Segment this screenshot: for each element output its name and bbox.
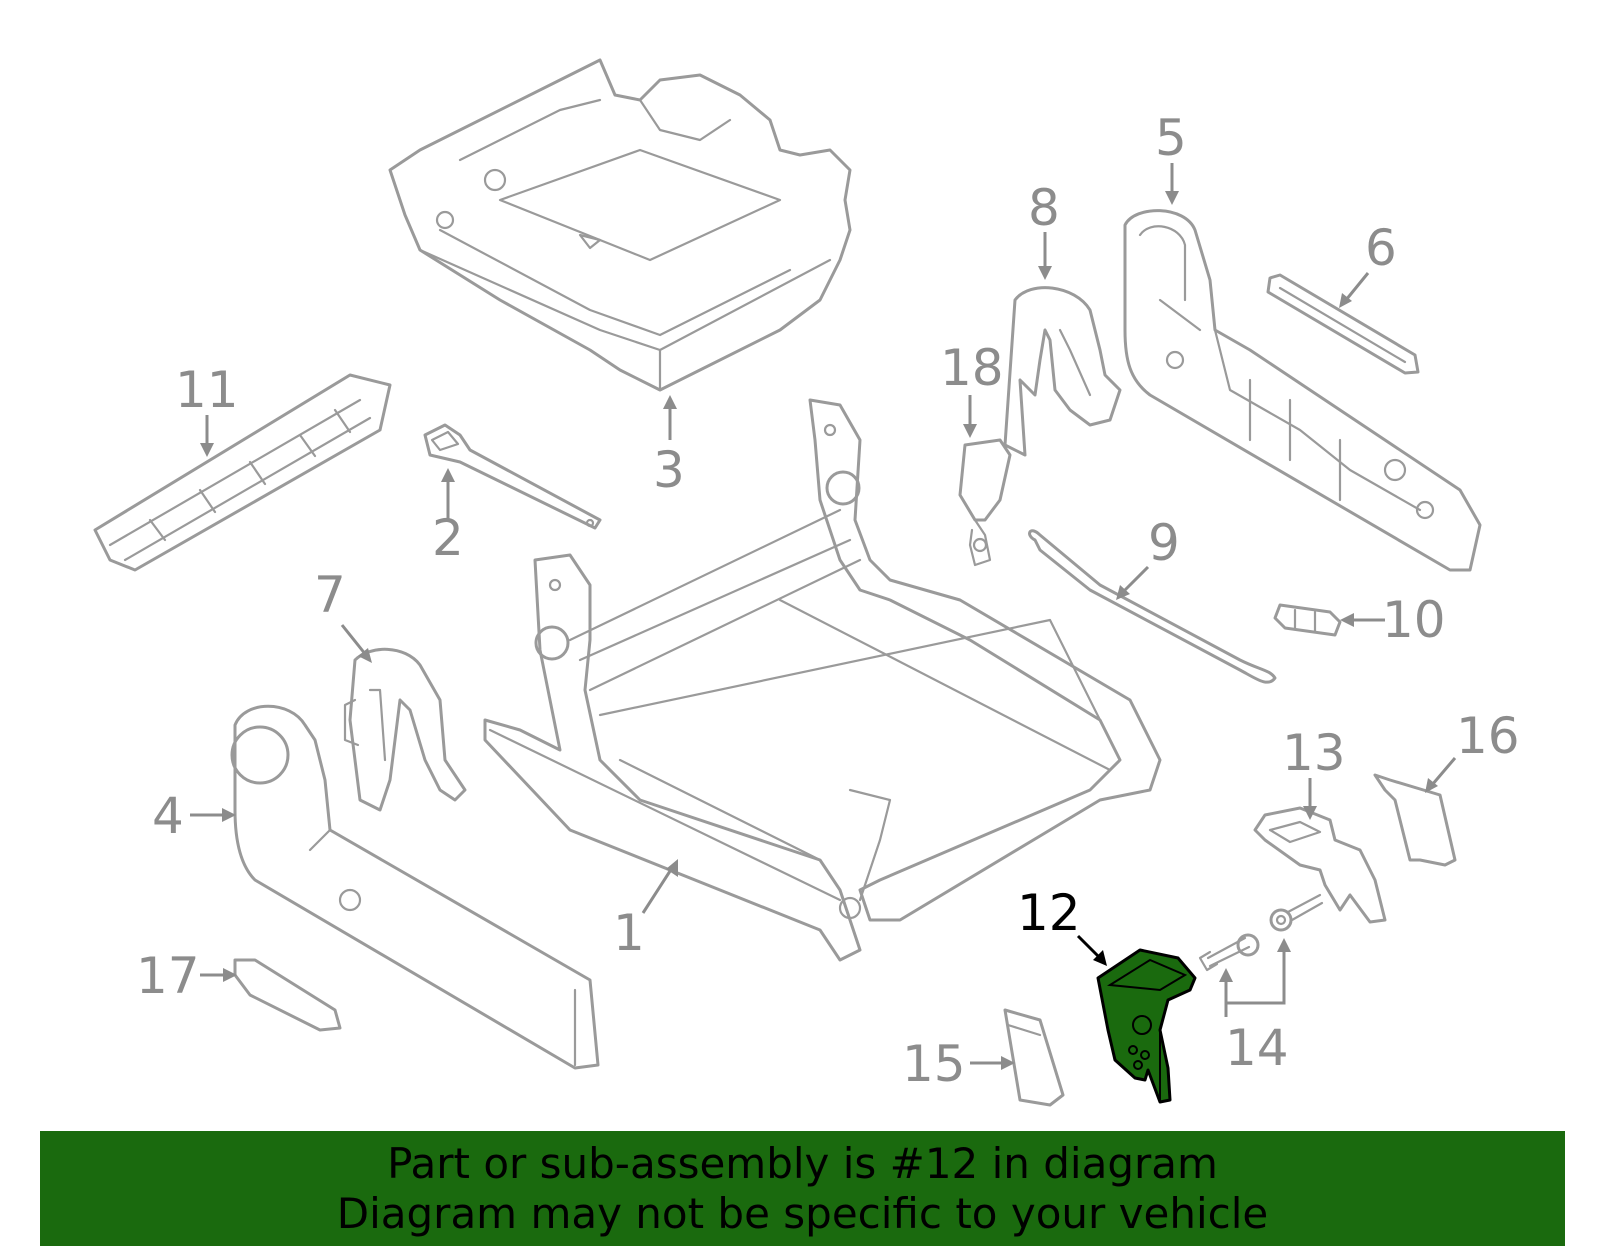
callout-17: 17: [136, 947, 200, 1005]
callout-2: 2: [432, 509, 464, 567]
callout-10: 10: [1382, 591, 1446, 649]
part-3-seat-cushion-pan: [388, 58, 852, 392]
part-2-strap: [423, 423, 602, 530]
leader-lines: [190, 163, 1457, 1070]
callout-15: 15: [902, 1035, 966, 1093]
part-14-fasteners: [1198, 893, 1324, 972]
part-9-cable: [1028, 529, 1277, 684]
callout-8: 8: [1028, 179, 1060, 237]
callout-5: 5: [1155, 109, 1187, 167]
part-12-highlighted-bracket: [1096, 948, 1197, 1104]
callout-16: 16: [1456, 707, 1520, 765]
callout-3: 3: [653, 441, 685, 499]
part-13-bracket: [1253, 806, 1387, 924]
callout-12: 12: [1017, 884, 1081, 942]
callout-9: 9: [1148, 514, 1180, 572]
banner-line-1: Part or sub-assembly is #12 in diagram: [387, 1139, 1218, 1188]
part-5-side-shield-right: [1123, 209, 1482, 572]
part-16-panel: [1373, 773, 1457, 867]
part-18-buckle: [958, 438, 1012, 567]
part-1-seat-frame: [483, 398, 1162, 962]
callout-6: 6: [1365, 219, 1397, 277]
callout-13: 13: [1282, 724, 1346, 782]
part-15-plate: [1003, 1008, 1065, 1107]
part-17-handle: [233, 958, 342, 1032]
callout-11: 11: [175, 361, 239, 419]
callout-7: 7: [314, 566, 346, 624]
part-4-side-shield: [230, 704, 600, 1070]
info-banner: Part or sub-assembly is #12 in diagram D…: [40, 1131, 1565, 1246]
part-8-cover: [1003, 286, 1122, 457]
part-10-clip: [1273, 603, 1342, 637]
callout-18: 18: [940, 339, 1004, 397]
callout-4: 4: [152, 787, 184, 845]
part-6-trim-strip: [1266, 273, 1420, 375]
part-7-inner-shield: [343, 647, 467, 812]
callout-14: 14: [1225, 1019, 1289, 1077]
callout-1: 1: [613, 904, 645, 962]
banner-line-2: Diagram may not be specific to your vehi…: [336, 1189, 1269, 1238]
part-11-rail-cover: [93, 373, 392, 572]
